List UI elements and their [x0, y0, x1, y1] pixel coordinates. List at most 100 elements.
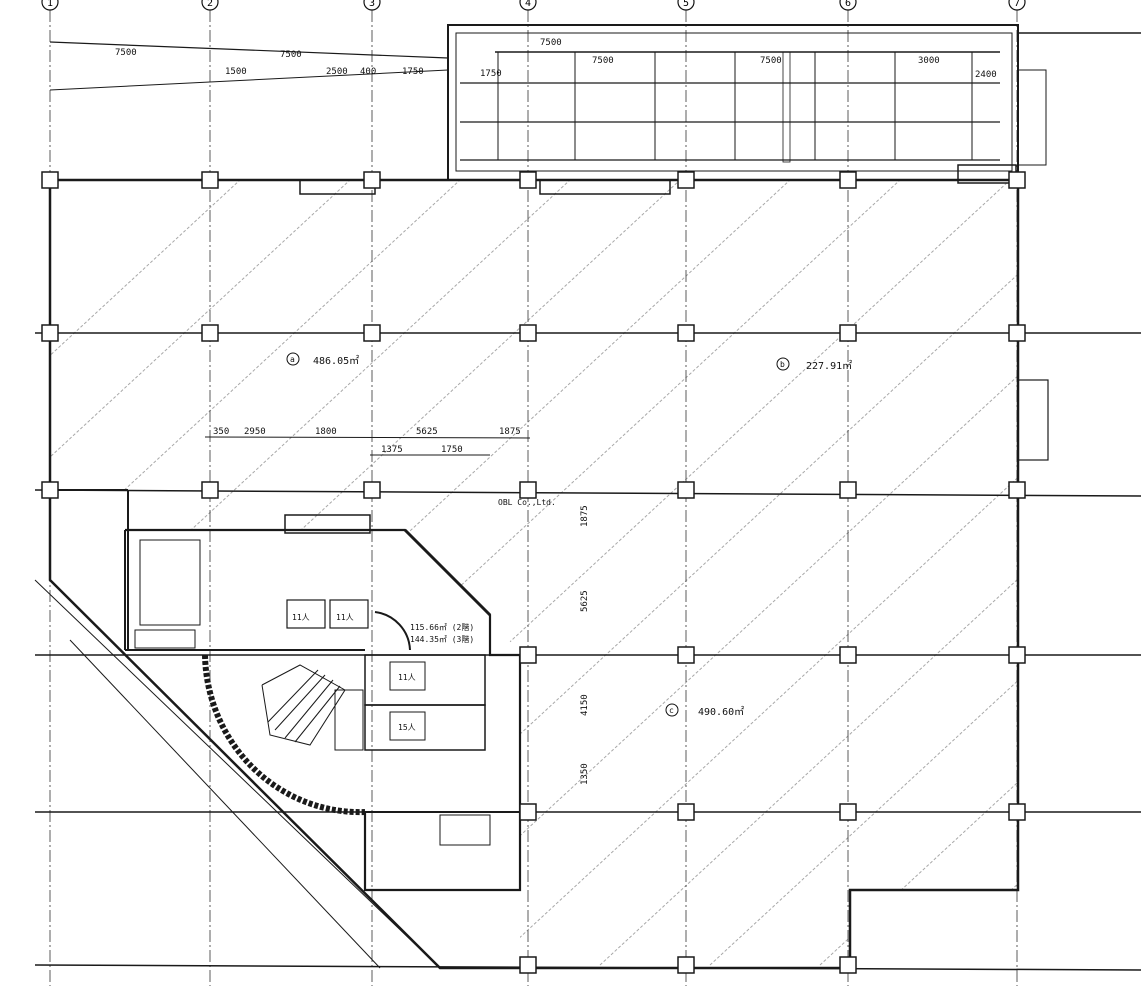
column: [363, 481, 381, 499]
column: [519, 646, 537, 664]
area-labels: a 486.05㎡ b 227.91㎡ c 490.60㎡ 115.66㎡ (2…: [286, 352, 852, 718]
area-hatching: [50, 180, 1141, 966]
dimension-label: 5625: [416, 427, 438, 437]
company-credit: OBL Co.,Ltd.: [498, 498, 556, 507]
grid-bubble: [201, 0, 219, 11]
dimension-label: 1875: [580, 505, 590, 527]
dimension-label: 7500: [592, 56, 614, 66]
dimension-label: 1750: [402, 67, 424, 77]
column: [41, 324, 59, 342]
hatch-line: [599, 180, 1018, 966]
hatch-line: [709, 180, 1018, 966]
column: [839, 481, 857, 499]
hatch-line: [489, 180, 1018, 966]
column: [1008, 646, 1026, 664]
column: [677, 324, 695, 342]
dimension-label: 1375: [381, 445, 403, 455]
area-mark: c: [669, 706, 674, 715]
vertical-dimensions: 1875 5625 4150 1350: [580, 505, 590, 785]
column: [839, 324, 857, 342]
grid-bubble-label: 7: [1014, 0, 1020, 9]
hatch-line: [269, 180, 1018, 966]
grid-bubble: [677, 0, 695, 11]
hatch-line: [50, 180, 241, 966]
grid-axis-bubbles: 1 2 3 4 5 6 7: [41, 0, 1026, 11]
column: [201, 324, 219, 342]
hatch-line: [50, 180, 351, 966]
column: [839, 956, 857, 974]
column: [1008, 171, 1026, 189]
grid-bubble-label: 3: [369, 0, 375, 9]
dimension-label: 2500: [326, 67, 348, 77]
grid-bubble-label: 2: [207, 0, 213, 9]
column: [839, 803, 857, 821]
hatch-line: [1040, 180, 1141, 965]
dimension-label: 1875: [499, 427, 521, 437]
hatch-line: [929, 180, 1018, 966]
dimension-label: 400: [360, 67, 376, 77]
elevator-capacity: 11人: [336, 613, 354, 622]
area-mark: a: [290, 355, 295, 364]
dimension-label: 7500: [760, 56, 782, 66]
structural-columns: [41, 171, 1026, 974]
dimension-label: 7500: [540, 38, 562, 48]
column: [677, 803, 695, 821]
column: [1008, 324, 1026, 342]
column: [519, 324, 537, 342]
elevator-capacity: 11人: [398, 673, 416, 682]
area-mark: b: [780, 360, 785, 369]
grid-bubble: [839, 0, 857, 11]
top-dimensions: 7500 7500 1500 2500 400 1750 7500 7500 7…: [115, 38, 997, 80]
hatch-line: [159, 180, 1011, 966]
column: [677, 481, 695, 499]
grid-bubble: [519, 0, 537, 11]
core-area-value: 144.35㎡ (3階): [410, 634, 474, 644]
grid-bubble-label: 1: [47, 0, 53, 9]
column: [363, 324, 381, 342]
column: [1008, 481, 1026, 499]
dimension-label: 7500: [115, 48, 137, 58]
grid-bubble-label: 6: [845, 0, 851, 9]
dimension-label: 2400: [975, 70, 997, 80]
elevator-capacity: 15人: [398, 723, 416, 732]
column: [41, 481, 59, 499]
dimension-label: 4150: [580, 694, 590, 716]
roof-structure: [49, 24, 1141, 184]
column: [1008, 803, 1026, 821]
hatch-line: [50, 180, 461, 966]
column: [519, 481, 537, 499]
core-area-value: 115.66㎡ (2階): [410, 622, 474, 632]
building-core: [124, 514, 522, 892]
dimension-label: 1750: [480, 69, 502, 79]
column: [519, 171, 537, 189]
area-value-a: 486.05㎡: [313, 355, 359, 367]
area-value-c: 490.60㎡: [698, 706, 744, 718]
column: [201, 171, 219, 189]
dimension-label: 1500: [225, 67, 247, 77]
elevator-labels: 11人 11人 11人 15人: [292, 613, 416, 732]
dimension-label: 3000: [918, 56, 940, 66]
column: [839, 646, 857, 664]
building-walls: [34, 178, 1141, 971]
column: [201, 481, 219, 499]
grid-bubble: [363, 0, 381, 11]
hatch-line: [819, 180, 1018, 966]
elevator-capacity: 11人: [292, 613, 310, 622]
grid-bubble-label: 5: [683, 0, 689, 9]
hatch-line: [50, 180, 901, 966]
dimension-label: 1750: [441, 445, 463, 455]
hatch-line: [50, 180, 681, 966]
core-dimensions: 350 2950 1800 5625 1875 1375 1750: [204, 427, 531, 456]
column: [41, 171, 59, 189]
grid-bubble-label: 4: [525, 0, 531, 9]
dimension-label: 1800: [315, 427, 337, 437]
hatch-line: [379, 180, 1018, 966]
grid-bubble: [1008, 0, 1026, 11]
grid-bubble: [41, 0, 59, 11]
column: [839, 171, 857, 189]
column: [677, 646, 695, 664]
dimension-label: 2950: [244, 427, 266, 437]
column: [677, 171, 695, 189]
hatch-line: [50, 180, 571, 966]
